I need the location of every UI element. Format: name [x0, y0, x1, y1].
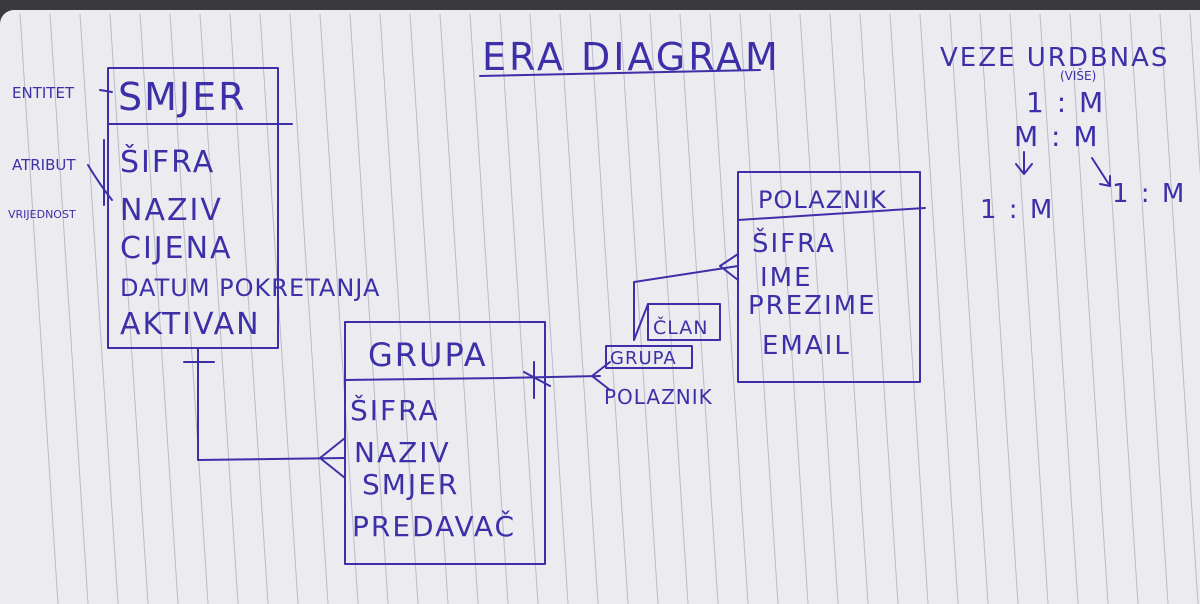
- entity-clan-name: ČLAN: [653, 315, 709, 339]
- ruled-line: [889, 13, 929, 604]
- smjer-attr-4: DATUM POKRETANJA: [120, 274, 380, 302]
- grupa-attr-3: SMJER: [362, 468, 459, 501]
- ruled-line: [1189, 13, 1200, 178]
- ruled-line: [169, 13, 209, 604]
- notes-item-3: 1 : M: [980, 195, 1054, 225]
- ruled-line: [859, 13, 899, 604]
- ruled-line: [799, 13, 839, 604]
- ruled-line: [439, 13, 479, 604]
- polaznik-attr-3: PREZIME: [748, 291, 877, 321]
- entity-grupa-divider: [344, 377, 506, 381]
- ruled-line: [379, 13, 419, 604]
- ruled-line: [1069, 13, 1109, 604]
- ruled-line: [109, 13, 149, 604]
- crowfoot-marker-2: [591, 361, 611, 391]
- ruled-line: [739, 13, 779, 604]
- clan-attr-2: POLAZNIK: [604, 385, 713, 409]
- ruled-line: [619, 13, 659, 604]
- ruled-line: [1009, 13, 1049, 604]
- arrow-down-right: [1091, 157, 1111, 187]
- ruled-line: [499, 13, 539, 604]
- notes-item-1: 1 : M: [1026, 86, 1105, 119]
- notes-heading: VEZE URDBNAS: [940, 43, 1169, 73]
- polaznik-attr-4: EMAIL: [762, 331, 851, 361]
- smjer-attr-5: AKTIVAN: [120, 307, 261, 342]
- entity-grupa: GRUPA ŠIFRA NAZIV SMJER PREDAVAČ: [344, 321, 546, 565]
- ruled-line: [1129, 13, 1169, 604]
- ruled-line: [589, 13, 629, 604]
- one-marker-3: [523, 371, 551, 387]
- ruled-line: [559, 13, 599, 604]
- relationship-smjer-grupa: [183, 347, 346, 479]
- label-attribute: ATRIBUT: [12, 156, 76, 174]
- attribute-pointer: [87, 164, 113, 201]
- clan-pointer: [633, 303, 649, 341]
- ruled-line: [199, 13, 239, 604]
- relationship-smjer-grupa-line: [197, 347, 346, 461]
- ruled-line: [919, 13, 959, 604]
- entity-smjer-box: [107, 67, 279, 349]
- ruled-line: [829, 13, 869, 604]
- entity-polaznik-divider: [737, 207, 926, 221]
- ruled-line: [319, 13, 359, 604]
- ruled-line: [769, 13, 809, 604]
- entity-pointer: [99, 89, 113, 93]
- ruled-line: [679, 13, 719, 604]
- label-value: VRIJEDNOST: [8, 208, 76, 221]
- notes-item-4: 1 : M: [1112, 179, 1186, 209]
- entity-polaznik: POLAZNIK ŠIFRA IME PREZIME EMAIL: [737, 171, 926, 383]
- entity-grupa-name: GRUPA: [368, 336, 488, 374]
- grupa-attr-1: ŠIFRA: [350, 393, 440, 427]
- ruled-line: [1039, 13, 1079, 604]
- entity-clan-box: [647, 303, 721, 341]
- ruled-lines: [19, 13, 1200, 604]
- entity-polaznik-name: POLAZNIK: [758, 186, 887, 214]
- ruled-line: [709, 13, 749, 604]
- ruled-line: [79, 13, 119, 604]
- ruled-line: [139, 13, 179, 604]
- label-entity: ENTITET: [12, 84, 75, 102]
- ruled-line: [949, 13, 989, 604]
- ruled-line: [649, 13, 689, 604]
- grupa-attr-2: NAZIV: [354, 436, 451, 469]
- relationship-grupa-clan-line: [504, 375, 601, 379]
- entity-clan: ČLAN GRUPA POLAZNIK: [604, 303, 721, 409]
- grupa-attr-4: PREDAVAČ: [352, 509, 516, 543]
- notes-sub: (VIŠE): [1060, 68, 1096, 83]
- notes-item-2: M : M: [1014, 120, 1100, 153]
- entity-smjer: SMJER ŠIFRA NAZIV CIJENA DATUM POKRETANJ…: [107, 67, 380, 349]
- relationship-clan-polaznik: [633, 253, 739, 341]
- ruled-line: [469, 13, 509, 604]
- ruled-line: [289, 13, 329, 604]
- polaznik-attr-2: IME: [760, 263, 813, 293]
- ruled-line: [1099, 13, 1139, 604]
- ruled-line: [19, 13, 59, 604]
- ruled-line: [49, 13, 89, 604]
- entity-polaznik-box: [737, 171, 921, 383]
- relationship-grupa-clan: [504, 361, 611, 399]
- relationship-notes: VEZE URDBNAS (VIŠE) 1 : M M : M 1 : M 1 …: [940, 43, 1186, 225]
- polaznik-attr-1: ŠIFRA: [752, 227, 836, 259]
- ruled-line: [409, 13, 449, 604]
- crowfoot-marker: [319, 437, 346, 479]
- ruled-line: [349, 13, 389, 604]
- entity-smjer-name: SMJER: [118, 75, 247, 119]
- title-underline: [479, 69, 761, 77]
- relationship-clan-polaznik-line: [633, 265, 739, 341]
- crowfoot-marker-3: [719, 253, 739, 281]
- ruled-line: [529, 13, 569, 604]
- arrow-down-left: [1015, 151, 1033, 175]
- entity-grupa-box: [344, 321, 546, 565]
- ruled-line: [979, 13, 1019, 604]
- notebook-page: [0, 10, 1200, 604]
- smjer-attr-1: ŠIFRA: [120, 143, 215, 180]
- ruled-line: [229, 13, 269, 604]
- clan-attr-1-box: [605, 345, 693, 369]
- clan-attr-1: GRUPA: [610, 348, 677, 369]
- smjer-attr-3: CIJENA: [120, 231, 233, 266]
- ruled-line: [1159, 13, 1199, 604]
- smjer-attr-2: NAZIV: [120, 193, 223, 228]
